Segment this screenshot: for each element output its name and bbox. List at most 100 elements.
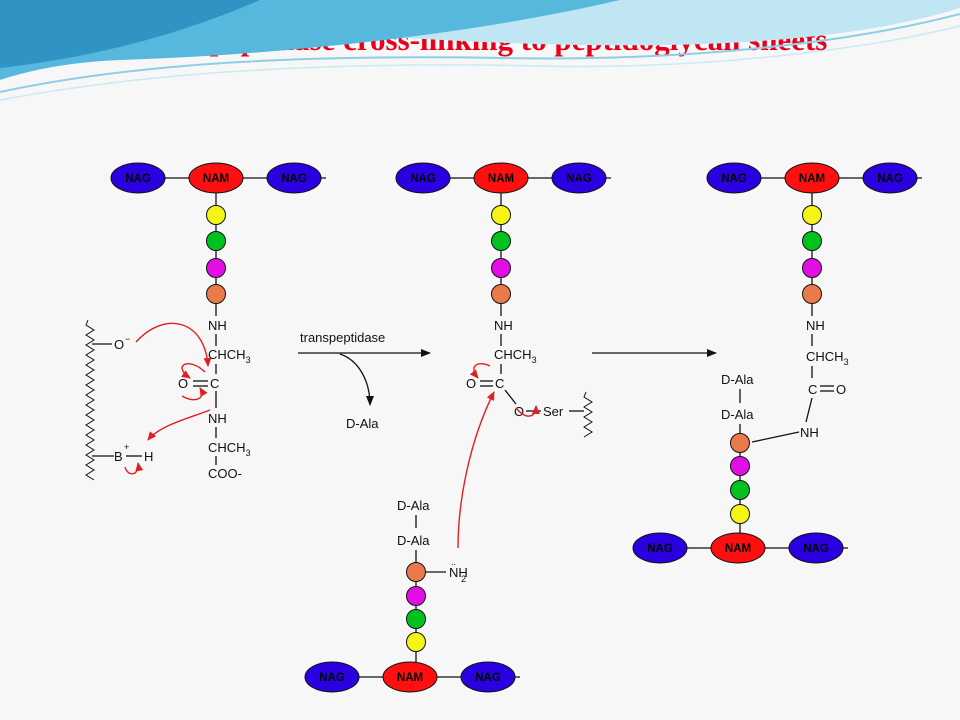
p3-top-nam-label: NAM <box>799 173 825 185</box>
p3-bottom-amino-acid-3 <box>730 480 750 500</box>
p3-carbonyl-o: O <box>836 382 846 397</box>
p1-nag-right-oval <box>266 162 322 194</box>
p3-bottom-amino-acid-1 <box>730 433 750 453</box>
p2-top-amino-acid-2 <box>491 231 511 251</box>
chch-text: CHCH <box>208 347 246 362</box>
p3-top-nag-right-oval <box>862 162 918 194</box>
leaving-dala-label: D-Ala <box>346 416 379 431</box>
p2-bottom-nag-left-label: NAG <box>319 672 345 684</box>
p2-top-nag-right-oval <box>551 162 607 194</box>
p1-carbonyl-c: C <box>210 376 219 391</box>
chch-text: CHCH <box>494 347 532 362</box>
p2-bond-c-o <box>504 389 517 405</box>
p2-bottom-nag-right-label: NAG <box>475 672 501 684</box>
p2-carbonyl-o: O <box>466 376 476 391</box>
p2-bottom-nam-oval <box>382 661 438 693</box>
p2-bottom-amino-acid-3 <box>406 609 426 629</box>
p3-bottom-nag-right-label: NAG <box>803 543 829 555</box>
p2-top-amino-acid-3 <box>491 258 511 278</box>
p1-carboxylate: COO- <box>208 466 242 481</box>
p3-bond-c-nh <box>805 397 813 423</box>
p2-arrow-ester <box>515 405 540 417</box>
p1-base-charge: + <box>124 442 129 452</box>
p1-chch3-top: CHCH3 <box>208 347 251 365</box>
p2-bottom-nam-label: NAM <box>397 672 423 684</box>
p2-dala-2: D-Ala <box>397 533 430 548</box>
p2-chch3: CHCH3 <box>494 347 537 365</box>
p1-nag-left-label: NAG <box>125 173 151 185</box>
p2-serine: Ser <box>543 404 564 419</box>
p3-dala-1: D-Ala <box>721 372 754 387</box>
p2-nh: NH <box>494 318 513 333</box>
p2-enzyme-backbone <box>583 391 593 438</box>
p3-top-amino-acid-2 <box>802 231 822 251</box>
p2-bottom-nag-left-oval <box>304 661 360 693</box>
p1-chch3-bottom: CHCH3 <box>208 440 251 458</box>
p1-amino-acid-3 <box>206 258 226 278</box>
subscript-3: 3 <box>246 448 251 458</box>
leaving-group-arrow <box>339 353 374 406</box>
p2-bottom-amino-acid-1 <box>406 562 426 582</box>
p2-amine: NH <box>449 565 468 580</box>
p3-bottom-nam-label: NAM <box>725 543 751 555</box>
p2-bottom-amino-acid-2 <box>406 586 426 606</box>
p3-bottom-nag-left-label: NAG <box>647 543 673 555</box>
p1-nam-label: NAM <box>203 173 229 185</box>
p3-bottom-nam-oval <box>710 532 766 564</box>
p2-lone-pair: .. <box>451 557 456 567</box>
p1-arrow-carbonyl-reform <box>181 387 208 401</box>
p3-bottom-nag-left-oval <box>632 532 688 564</box>
p1-arrow-base-h <box>124 462 144 475</box>
p1-base-b: B <box>114 449 123 464</box>
p3-top-nag-left-oval <box>706 162 762 194</box>
p2-top-nag-left-oval <box>395 162 451 194</box>
p1-amino-acid-4 <box>206 284 226 304</box>
p1-amino-acid-1 <box>206 205 226 225</box>
p2-bottom-amino-acid-4 <box>406 632 426 652</box>
header-wave-decoration <box>0 0 960 101</box>
p3-top-amino-acid-3 <box>802 258 822 278</box>
p3-top-nag-left-label: NAG <box>721 173 747 185</box>
p3-top-amino-acid-4 <box>802 284 822 304</box>
p3-top-nag-right-label: NAG <box>877 173 903 185</box>
p1-arrow-proton-transfer <box>147 409 211 441</box>
p1-arrow-carbonyl-push <box>181 363 206 379</box>
p1-nag-right-label: NAG <box>281 173 307 185</box>
p1-nag-left-oval <box>110 162 166 194</box>
p2-top-nam-label: NAM <box>488 173 514 185</box>
p3-chch3: CHCH3 <box>806 349 849 367</box>
p2-arrow-amine-attack <box>457 391 495 549</box>
p3-bottom-amino-acid-2 <box>730 456 750 476</box>
chch-text: CHCH <box>208 440 246 455</box>
p2-top-nag-right-label: NAG <box>566 173 592 185</box>
p1-amino-acid-2 <box>206 231 226 251</box>
p3-nh: NH <box>806 318 825 333</box>
p1-oxyanion-o: O <box>114 337 124 352</box>
reagent-transpeptidase-label: transpeptidase <box>300 330 385 345</box>
p3-bottom-amino-acid-4 <box>730 504 750 524</box>
p2-top-amino-acid-4 <box>491 284 511 304</box>
p1-nh-mid: NH <box>208 411 227 426</box>
p3-bottom-nag-right-oval <box>788 532 844 564</box>
p1-oxyanion-charge: − <box>125 334 130 344</box>
p2-top-amino-acid-1 <box>491 205 511 225</box>
p3-dala-2: D-Ala <box>721 407 754 422</box>
p2-bottom-nag-right-oval <box>460 661 516 693</box>
p2-dala-1: D-Ala <box>397 498 430 513</box>
subscript-3: 3 <box>844 357 849 367</box>
chch-text: CHCH <box>806 349 844 364</box>
p3-top-amino-acid-1 <box>802 205 822 225</box>
p2-carbonyl-c: C <box>495 376 504 391</box>
p1-arrow-nucleophilic-attack <box>135 322 212 367</box>
subscript-3: 3 <box>246 355 251 365</box>
p2-top-nag-left-label: NAG <box>410 173 436 185</box>
p1-enzyme-backbone <box>85 319 95 481</box>
p2-arrow-carbonyl <box>469 362 491 379</box>
subscript-3: 3 <box>532 355 537 365</box>
p1-nh-top: NH <box>208 318 227 333</box>
p3-link-nh: NH <box>800 425 819 440</box>
